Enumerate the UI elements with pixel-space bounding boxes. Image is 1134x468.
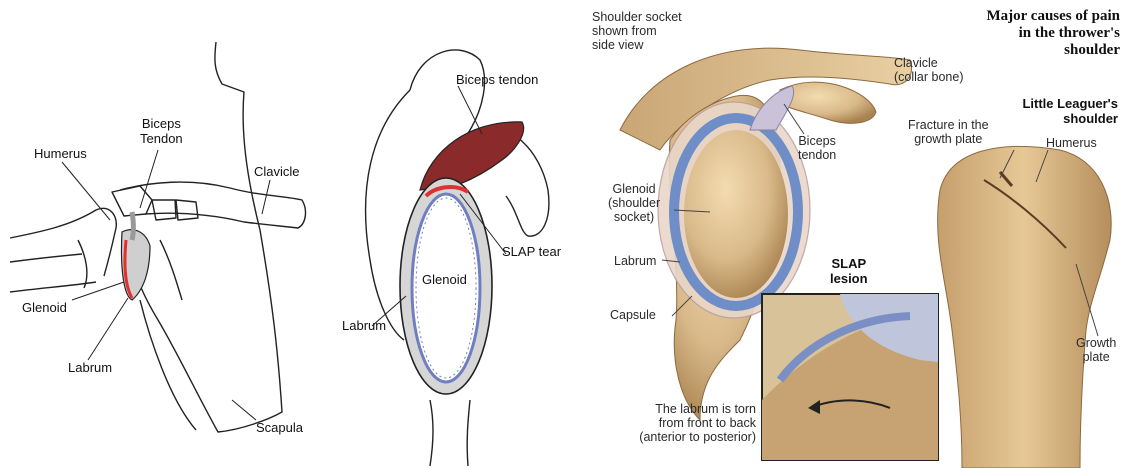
- label-biceps-tendon-mid: Biceps tendon: [456, 72, 538, 87]
- label-slap-lesion: SLAP lesion: [830, 256, 868, 286]
- glenoid-shape: [684, 130, 788, 298]
- label-slap-tear: SLAP tear: [502, 244, 561, 259]
- label-growth-plate: Growth plate: [1076, 336, 1116, 364]
- label-capsule: Capsule: [610, 308, 656, 322]
- label-glenoid-right: Glenoid (shoulder socket): [608, 182, 660, 224]
- label-humerus-right: Humerus: [1046, 136, 1097, 150]
- humerus-shape: [10, 208, 116, 276]
- shoulder-front-drawing: [0, 0, 310, 468]
- label-clavicle-right: Clavicle (collar bone): [894, 56, 963, 84]
- label-clavicle: Clavicle: [254, 164, 300, 179]
- label-slap-caption: The labrum is torn from front to back (a…: [604, 402, 756, 444]
- label-labrum-mid: Labrum: [342, 318, 386, 333]
- label-little-leaguer: Little Leaguer's shoulder: [1022, 96, 1118, 126]
- label-socket-caption: Shoulder socket shown from side view: [592, 10, 682, 52]
- clavicle-shape: [120, 182, 305, 228]
- label-labrum: Labrum: [68, 360, 112, 375]
- label-glenoid-mid: Glenoid: [422, 272, 467, 287]
- label-biceps-tendon: Biceps Tendon: [140, 116, 183, 146]
- throwers-shoulder-illustration: Shoulder socket shown from side view Maj…: [580, 0, 1134, 468]
- shoulder-front-diagram: Humerus Biceps Tendon Clavicle Glenoid L…: [0, 0, 310, 468]
- title-major-causes: Major causes of pain in the thrower's sh…: [987, 8, 1120, 59]
- humerus-bone: [938, 146, 1112, 468]
- label-labrum-right: Labrum: [614, 254, 656, 268]
- label-glenoid: Glenoid: [22, 300, 67, 315]
- label-fracture: Fracture in the growth plate: [908, 118, 989, 146]
- glenoid-side-drawing: [310, 0, 580, 468]
- label-humerus: Humerus: [34, 146, 87, 161]
- throwers-shoulder-drawing: [580, 0, 1134, 468]
- label-scapula: Scapula: [256, 420, 303, 435]
- label-biceps-tendon-right: Biceps tendon: [798, 134, 836, 162]
- scapula-outline: [140, 42, 282, 432]
- biceps-tendon-shape: [420, 122, 524, 190]
- glenoid-side-diagram: Biceps tendon SLAP tear Glenoid Labrum: [310, 0, 580, 468]
